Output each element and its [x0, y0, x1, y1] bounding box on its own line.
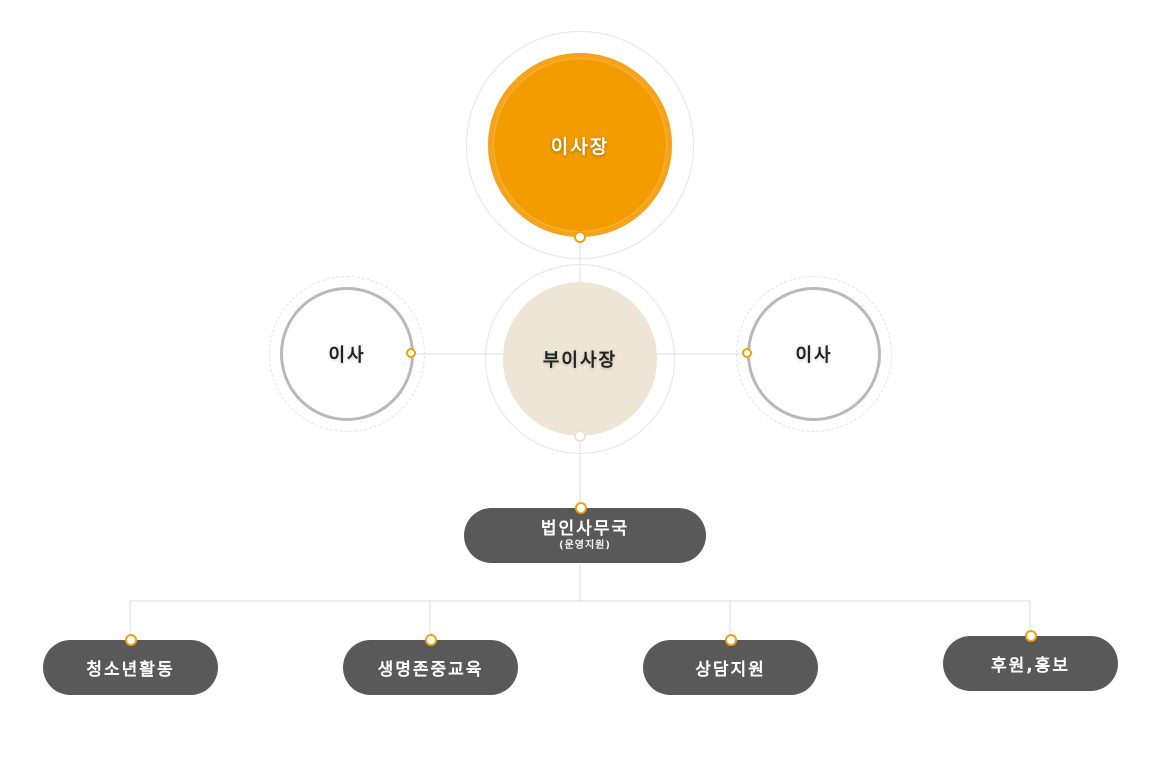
department-label: 생명존중교육 [377, 660, 484, 680]
vice-chairman-label: 부이사장 [542, 350, 618, 371]
department-node: 후원,홍보 [943, 636, 1118, 691]
connector-dot [125, 634, 137, 646]
secretariat-title: 법인사무국 [540, 518, 630, 539]
department-node: 청소년활동 [43, 640, 218, 695]
connector-dot [725, 634, 737, 646]
chairman-label: 이사장 [550, 135, 610, 158]
connector-dot [406, 348, 416, 358]
department-label: 상담지원 [695, 660, 766, 680]
secretariat-node: 법인사무국 (운영지원) [464, 508, 706, 563]
chairman-outer-ring [466, 31, 694, 259]
connector-dot [575, 502, 587, 514]
director-left-outer-ring [269, 276, 425, 432]
director-right-label: 이사 [795, 345, 833, 366]
connector-dot [425, 634, 437, 646]
connector-dot [574, 430, 586, 442]
department-label: 후원,홍보 [990, 656, 1071, 676]
connector-dot [1025, 630, 1037, 642]
director-left-label: 이사 [328, 345, 366, 366]
secretariat-subtitle: (운영지원) [559, 539, 611, 551]
department-label: 청소년활동 [86, 660, 175, 680]
connector-dot [574, 231, 586, 243]
department-node: 생명존중교육 [343, 640, 518, 695]
vice-chairman-outer-ring [485, 264, 675, 454]
connector-dot [742, 348, 752, 358]
chairman-node: 이사장 [488, 53, 672, 237]
department-node: 상담지원 [643, 640, 818, 695]
director-right-outer-ring [736, 276, 892, 432]
vice-chairman-node: 부이사장 [503, 282, 657, 436]
director-right-node: 이사 [747, 287, 881, 421]
director-left-node: 이사 [280, 287, 414, 421]
